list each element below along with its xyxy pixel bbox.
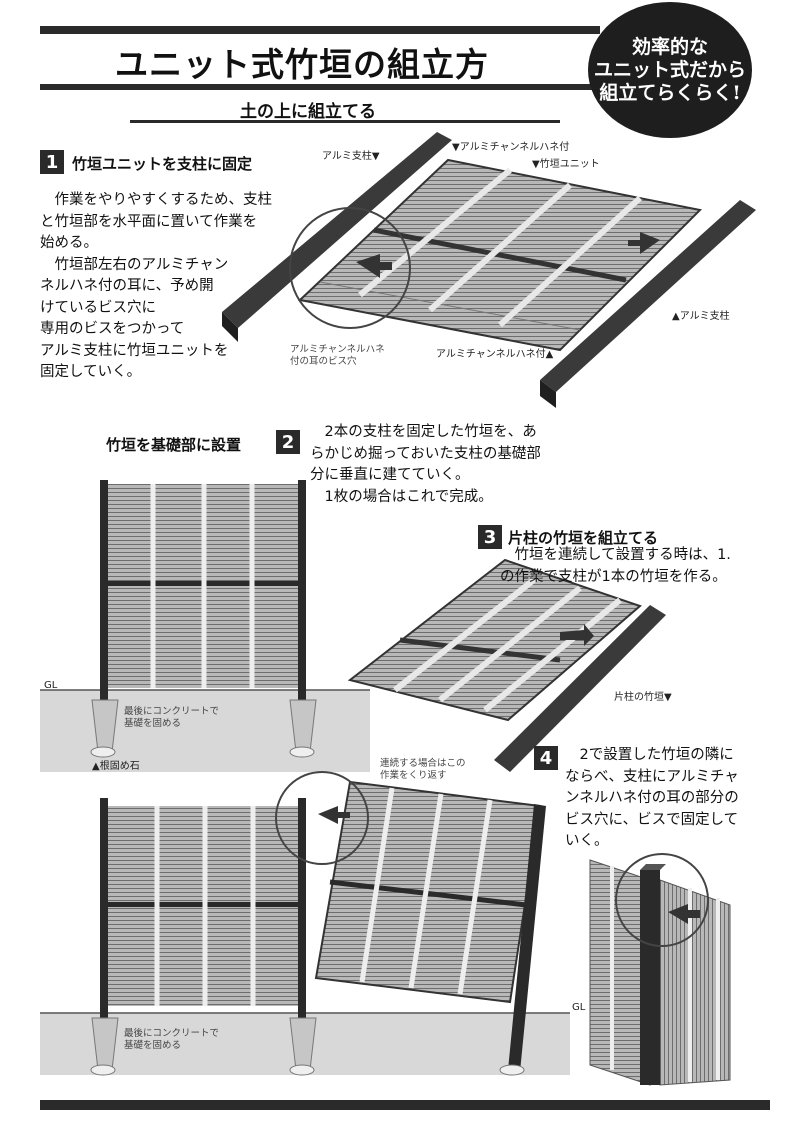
step2-badge: 2 — [276, 430, 300, 454]
step3-badge: 3 — [478, 525, 502, 549]
step1-illustration — [222, 132, 756, 408]
step2-body: 2本の支柱を固定した竹垣を、あ らかじめ掘っておいた支柱の基礎部 分に垂直に建て… — [310, 424, 541, 505]
page-title: ユニット式竹垣の組立方 — [115, 45, 489, 84]
step4-detail-illustration — [589, 853, 731, 1086]
label-root-stone: ▲根固め石 — [92, 761, 140, 772]
header-bottom-bar — [40, 84, 600, 90]
step4-installation-illustration — [40, 771, 570, 1076]
subtitle-underline — [130, 120, 560, 123]
label-single-post-fence: 片柱の竹垣▼ — [614, 692, 672, 703]
step3-title: 片柱の竹垣を組立てる — [508, 529, 659, 547]
step3-body: 竹垣を連続して設置する時は、1. の作業で支柱が1本の竹垣を作る。 — [500, 547, 731, 585]
label-gl: GL — [44, 680, 58, 691]
label-aluminum-post-right: ▲アルミ支柱 — [672, 311, 730, 322]
footer-bar — [40, 1100, 770, 1110]
step4-badge: 4 — [534, 746, 558, 770]
step1-body: 作業をやりやすくするため、支柱 と竹垣部を水平面に置いて作業を 始める。 竹垣部… — [40, 192, 272, 380]
label-bamboo-unit: ▼竹垣ユニット — [532, 159, 600, 170]
label-gl-2: GL — [572, 1002, 586, 1013]
label-concrete-1: 最後にコンクリートで 基礎を固める — [124, 706, 220, 729]
step4-body: 2で設置した竹垣の隣に ならべ、支柱にアルミチャ ンネルハネ付の耳の部分の ビス… — [565, 747, 739, 849]
label-aluminum-channel-bottom: アルミチャンネルハネ付▲ — [436, 349, 554, 360]
step2-title: 竹垣を基礎部に設置 — [106, 436, 242, 454]
step2-illustration — [40, 480, 370, 772]
label-aluminum-post-left: アルミ支柱▼ — [322, 151, 380, 162]
page-subtitle: 土の上に組立てる — [240, 102, 376, 122]
label-concrete-2: 最後にコンクリートで 基礎を固める — [124, 1028, 220, 1051]
label-continue-note: 連続する場合はこの 作業をくり返す — [380, 758, 466, 781]
header-top-bar — [40, 26, 600, 34]
step1-title: 竹垣ユニットを支柱に固定 — [72, 155, 253, 173]
step1-badge: 1 — [40, 150, 64, 174]
label-screw-hole: アルミチャンネルハネ 付の耳のビス穴 — [290, 344, 385, 367]
step3-illustration — [347, 558, 666, 772]
label-aluminum-channel-top: ▼アルミチャンネルハネ付 — [452, 142, 570, 153]
promo-badge: 効率的な ユニット式だから 組立てらくらく! — [588, 2, 752, 138]
